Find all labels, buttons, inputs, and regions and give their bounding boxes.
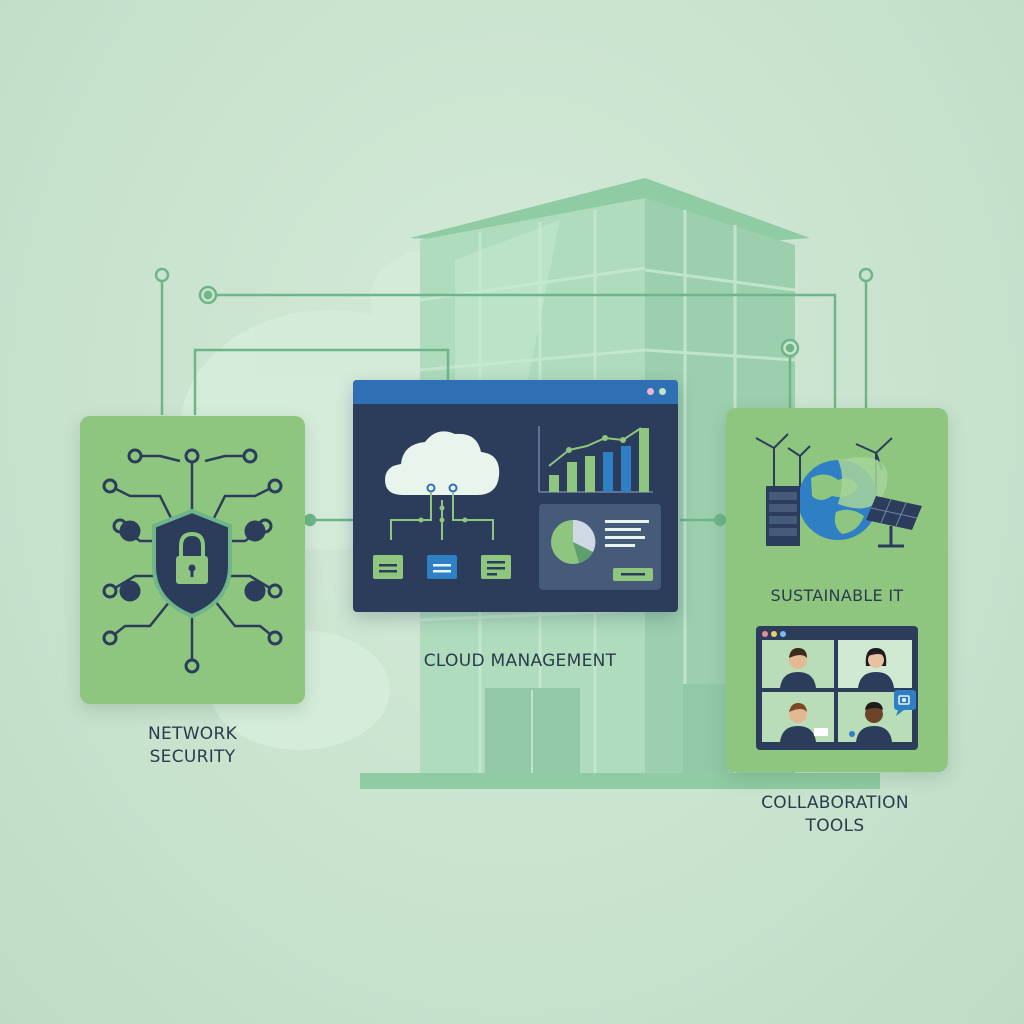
solar-panel-icon	[866, 496, 922, 548]
video-call-window	[756, 626, 918, 750]
camera-icon[interactable]	[894, 690, 916, 716]
cloud-management-label: CLOUD MANAGEMENT	[423, 651, 617, 671]
cloud-dashboard-graphic	[373, 426, 661, 590]
collaboration-tools-label: COLLABORATION TOOLS	[761, 793, 909, 836]
node-box-center	[427, 555, 457, 579]
stats-card	[539, 504, 661, 590]
person-icon	[780, 648, 816, 688]
shield-icon	[152, 508, 232, 619]
sustainable-it-panel: SUSTAINABLE IT	[726, 408, 948, 772]
pie-chart-icon	[551, 519, 596, 564]
network-security-panel	[80, 416, 305, 704]
node-box-left	[373, 555, 403, 579]
person-icon	[849, 702, 892, 742]
connector-nodes	[154, 267, 874, 527]
security-circuit-graphic	[102, 448, 283, 674]
sustainable-graphic	[755, 433, 922, 548]
sustainable-it-label: SUSTAINABLE IT	[770, 586, 904, 605]
person-icon	[780, 703, 828, 742]
cloud-management-window	[353, 380, 678, 612]
server-icon	[766, 486, 800, 546]
window-dot-yellow	[771, 631, 777, 637]
person-icon	[858, 648, 894, 688]
window-dot-green	[659, 388, 666, 395]
window-dot-blue	[780, 631, 786, 637]
cloud-icon	[385, 431, 500, 495]
video-grid	[762, 640, 916, 742]
network-security-label: NETWORK SECURITY	[147, 724, 238, 767]
lock-icon	[176, 531, 208, 584]
window-dot-red	[762, 631, 768, 637]
globe-icon	[798, 457, 888, 540]
window-titlebar	[353, 380, 678, 404]
bar-chart-icon	[538, 426, 653, 493]
window-dot-pink	[647, 388, 654, 395]
